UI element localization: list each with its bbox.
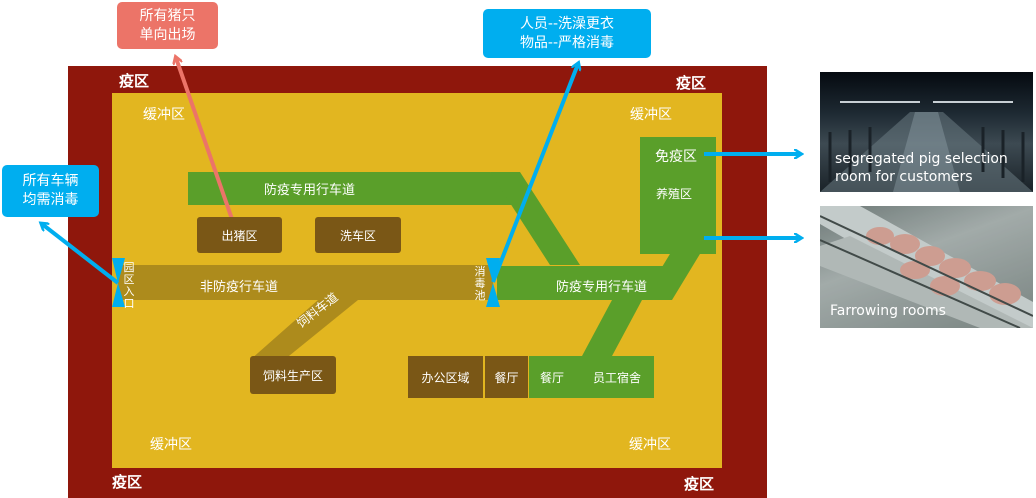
pig-out-area: 出猪区 bbox=[197, 217, 282, 253]
selection-room-corridor bbox=[820, 101, 1033, 192]
non-biosecure-road bbox=[118, 265, 493, 300]
buffer-label-bottom-right: 缓冲区 bbox=[629, 437, 671, 453]
biosecure-road-top bbox=[188, 172, 520, 205]
biosecure-road-right bbox=[497, 266, 672, 300]
people-line1: 人员--洗澡更衣 bbox=[519, 15, 615, 32]
people-disinfection-arrow bbox=[491, 64, 578, 283]
non-biosecure-road-label: 非防疫行车道 bbox=[200, 280, 279, 295]
biosecure-road-right-label: 防疫专用行车道 bbox=[556, 280, 648, 295]
selection-room-caption-line2: room for customers bbox=[835, 169, 973, 185]
park-entrance-gate bbox=[112, 258, 125, 283]
staff-area bbox=[529, 356, 654, 398]
car-wash-area: 洗车区 bbox=[315, 217, 401, 253]
park-entrance-label: 园区入口 bbox=[123, 261, 135, 310]
people-callout: 人员--洗澡更衣 物品--严格消毒 bbox=[483, 9, 651, 58]
buffer-label-bottom-left: 缓冲区 bbox=[150, 437, 192, 453]
disinfection-gate bbox=[486, 258, 500, 283]
biosecure-road-diagonal bbox=[490, 172, 580, 265]
dormitory: 员工宿舍 bbox=[592, 370, 641, 385]
epidemic-label-bottom-left: 疫区 bbox=[112, 473, 143, 491]
vehicle-line1: 所有车辆 bbox=[22, 173, 79, 189]
office-area: 办公区域 bbox=[408, 356, 483, 398]
canteen-green: 餐厅 bbox=[539, 370, 564, 385]
farrowing-room-photo: Farrowing rooms bbox=[820, 206, 1033, 328]
epidemic-label-bottom-right: 疫区 bbox=[684, 475, 715, 493]
epidemic-label-top-right: 疫区 bbox=[676, 74, 707, 92]
farrowing-room-scene bbox=[820, 206, 1033, 328]
breeding-zone-label: 养殖区 bbox=[656, 187, 693, 201]
biosecure-road-to-breeding bbox=[642, 244, 706, 300]
selection-room-caption-line1: segregated pig selection bbox=[835, 151, 1008, 167]
canteen-brown: 餐厅 bbox=[485, 356, 528, 398]
buffer-label-top-right: 缓冲区 bbox=[630, 107, 672, 123]
vehicle-disinfection-arrow bbox=[42, 224, 120, 285]
pig-exit-arrow bbox=[176, 58, 235, 223]
farrowing-room-caption: Farrowing rooms bbox=[830, 303, 946, 319]
vehicle-callout: 所有车辆 均需消毒 bbox=[2, 165, 99, 217]
vehicle-line2: 均需消毒 bbox=[22, 192, 79, 208]
biosecure-road-to-staff bbox=[582, 300, 642, 356]
breeding-area bbox=[640, 137, 716, 254]
pig-exit-callout: 所有猪只 单向出场 bbox=[117, 2, 218, 49]
buffer-label-top-left: 缓冲区 bbox=[143, 107, 185, 123]
feed-road bbox=[250, 300, 358, 360]
free-zone-label: 免疫区 bbox=[655, 149, 697, 165]
selection-room-photo: segregated pig selection room for custom… bbox=[820, 72, 1033, 192]
pig-exit-line2: 单向出场 bbox=[139, 26, 196, 43]
biosecure-road-top-label: 防疫专用行车道 bbox=[264, 183, 356, 198]
pig-exit-line1: 所有猪只 bbox=[139, 7, 196, 24]
people-line2: 物品--严格消毒 bbox=[519, 34, 615, 51]
disinfection-pool-label: 消毒池 bbox=[474, 265, 486, 302]
feed-production-area: 饲料生产区 bbox=[250, 356, 336, 394]
epidemic-label-top-left: 疫区 bbox=[119, 72, 150, 90]
